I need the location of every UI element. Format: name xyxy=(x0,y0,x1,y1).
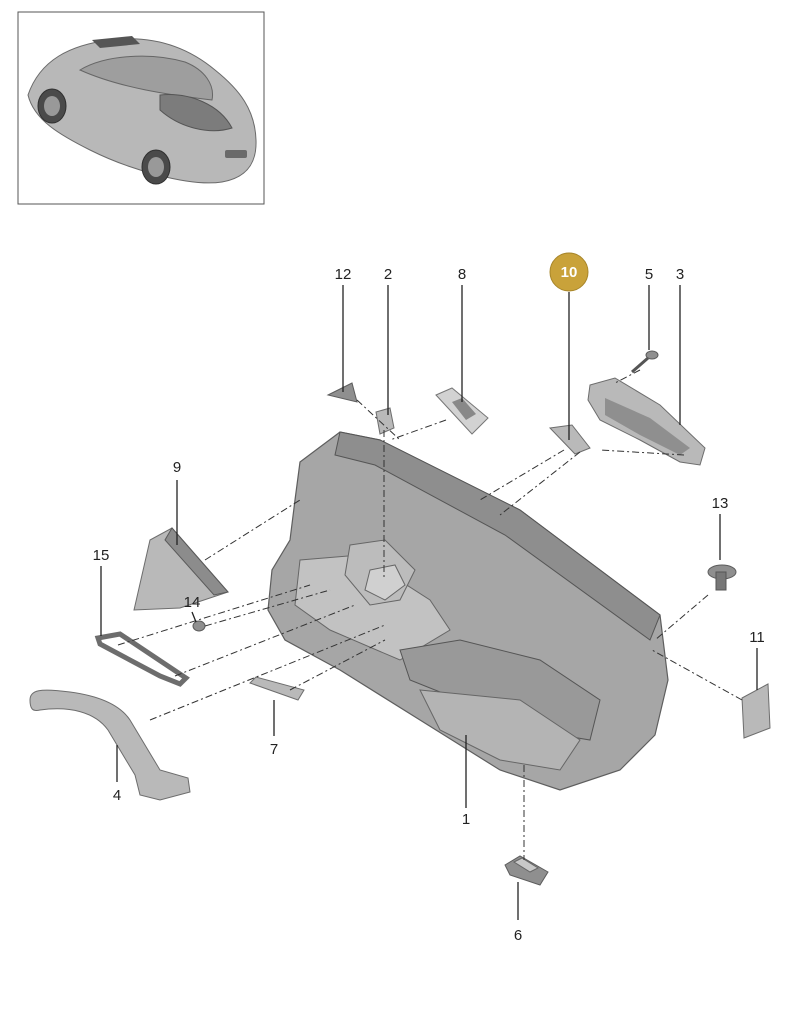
part-11-cap xyxy=(741,683,771,739)
callout-15[interactable]: 15 xyxy=(93,547,110,564)
callout-3[interactable]: 3 xyxy=(676,266,684,283)
part-4-grab-handle xyxy=(29,689,191,801)
part-5-screw xyxy=(631,350,659,374)
callout-5[interactable]: 5 xyxy=(645,266,653,283)
callout-13[interactable]: 13 xyxy=(712,495,729,512)
callout-10-highlight[interactable]: 10 xyxy=(549,252,589,292)
callout-8[interactable]: 8 xyxy=(458,266,466,283)
callout-6[interactable]: 6 xyxy=(514,927,522,944)
callout-10[interactable]: 10 xyxy=(561,264,578,281)
part-15-frame xyxy=(94,631,190,687)
door-panel-part-1 xyxy=(267,431,669,791)
callout-9[interactable]: 9 xyxy=(173,459,181,476)
callout-14[interactable]: 14 xyxy=(184,594,201,611)
callout-4[interactable]: 4 xyxy=(113,787,121,804)
callout-2[interactable]: 2 xyxy=(384,266,392,283)
car-thumbnail xyxy=(17,11,265,205)
callout-1[interactable]: 1 xyxy=(462,811,470,828)
callout-12[interactable]: 12 xyxy=(335,266,352,283)
part-2-clip xyxy=(375,407,395,435)
part-14-clip xyxy=(192,620,206,632)
part-7-strip xyxy=(249,676,305,701)
callout-11[interactable]: 11 xyxy=(749,629,765,646)
part-3-handle-recess xyxy=(605,398,690,455)
assembly-lines xyxy=(117,369,743,860)
car-thumbnail-icon xyxy=(27,36,257,185)
part-12-cap xyxy=(326,382,358,403)
part-8-opening xyxy=(452,398,476,420)
leader-lines xyxy=(100,285,758,920)
callout-7[interactable]: 7 xyxy=(270,741,278,758)
part-13-push-pin xyxy=(707,564,737,591)
part-10-cover xyxy=(548,424,591,455)
